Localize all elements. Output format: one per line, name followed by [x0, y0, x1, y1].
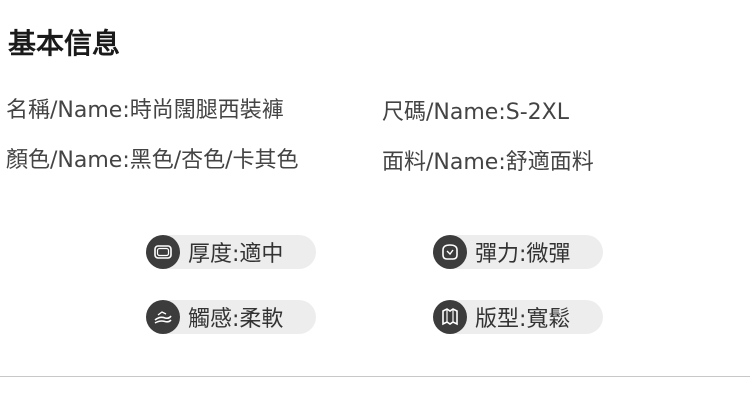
product-color: 顏色/Name:黑色/杏色/卡其色 [6, 148, 299, 173]
product-size: 尺碼/Name:S-2XL [382, 100, 569, 125]
touch-icon [146, 300, 180, 334]
fit-icon [433, 300, 467, 334]
bottom-divider [0, 376, 750, 377]
fit-label: 版型:寬鬆 [475, 307, 571, 332]
product-fabric: 面料/Name:舒適面料 [382, 150, 594, 175]
section-title: 基本信息 [8, 27, 121, 60]
elasticity-badge: 彈力:微彈 [433, 235, 603, 269]
elasticity-icon [433, 235, 467, 269]
elasticity-label: 彈力:微彈 [475, 242, 571, 267]
thickness-badge: 厚度:適中 [146, 235, 316, 269]
touch-badge: 觸感:柔軟 [146, 300, 316, 334]
touch-label: 觸感:柔軟 [188, 307, 284, 332]
fit-badge: 版型:寬鬆 [433, 300, 603, 334]
product-name: 名稱/Name:時尚闊腿西裝褲 [6, 98, 284, 123]
thickness-label: 厚度:適中 [188, 242, 284, 267]
thickness-icon [146, 235, 180, 269]
